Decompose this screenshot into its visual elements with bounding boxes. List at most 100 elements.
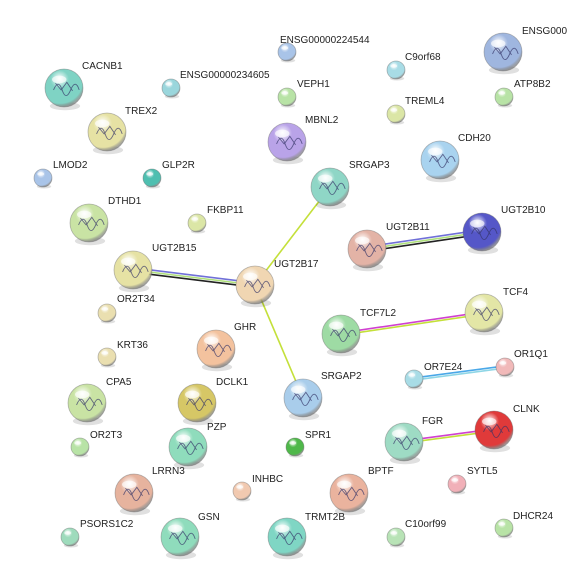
node-sphere [420, 140, 460, 180]
node-c9orf68[interactable]: C9orf68 [386, 52, 441, 81]
node-cacnb1[interactable]: CACNB1 [44, 61, 123, 111]
node-sphere [232, 481, 252, 501]
node-trmt2b[interactable]: TRMT2B [267, 512, 345, 560]
node-tcf7l2[interactable]: TCF7L2 [321, 308, 397, 357]
node-ensg-top-right[interactable]: ENSG000 [483, 26, 567, 75]
node-lmod2[interactable]: LMOD2 [33, 160, 88, 189]
node-clnk[interactable]: CLNK [474, 404, 540, 453]
node-label: KRT36 [117, 340, 148, 351]
node-label: PZP [207, 422, 227, 433]
edge-ugt2b11-ugt2b10[interactable] [366, 229, 483, 252]
node-sytl5[interactable]: SYTL5 [447, 466, 498, 495]
node-highlight [428, 147, 443, 156]
node-label: C9orf68 [405, 52, 441, 63]
node-veph1[interactable]: VEPH1 [277, 79, 330, 108]
node-bptf[interactable]: BPTF [329, 466, 394, 516]
node-label: CLNK [513, 404, 540, 415]
edge-tcf7l2-tcf4[interactable] [340, 311, 485, 336]
node-inhbc[interactable]: INHBC [232, 474, 283, 502]
node-sphere [235, 265, 275, 305]
node-sphere [277, 87, 297, 107]
node-sphere [60, 527, 80, 547]
node-spr1[interactable]: SPR1 [285, 430, 332, 458]
node-highlight [275, 524, 290, 533]
node-gsn[interactable]: GSN [160, 512, 220, 560]
node-treml4[interactable]: TREML4 [386, 96, 445, 125]
node-highlight [498, 522, 506, 526]
node-label: UGT2B17 [274, 259, 319, 270]
node-cdh20[interactable]: CDH20 [420, 133, 491, 183]
node-label: CDH20 [458, 133, 491, 144]
node-sphere [97, 347, 117, 367]
node-highlight [75, 390, 90, 399]
node-sphere [462, 212, 502, 252]
edge-evidence-line [340, 311, 484, 334]
node-sphere [187, 213, 207, 233]
node-highlight [499, 361, 507, 365]
node-ghr[interactable]: GHR [196, 322, 256, 372]
node-ugt2b15[interactable]: UGT2B15 [113, 243, 197, 293]
edge-ugt2b17-srgap2[interactable] [254, 284, 304, 399]
node-sphere [161, 78, 181, 98]
node-ugt2b11[interactable]: UGT2B11 [347, 222, 430, 272]
node-dhcr24[interactable]: DHCR24 [494, 511, 553, 539]
node-highlight [101, 307, 109, 311]
node-label: OR1Q1 [514, 349, 548, 360]
node-tcf4[interactable]: TCF4 [464, 287, 528, 336]
edge-evidence-line [366, 229, 482, 248]
protein-structure-icon [244, 278, 271, 294]
node-highlight [318, 174, 333, 183]
node-highlight [289, 441, 297, 445]
node-dthd1[interactable]: DTHD1 [69, 196, 142, 246]
node-srgap2[interactable]: SRGAP2 [283, 371, 362, 421]
node-highlight [204, 336, 219, 345]
node-sphere [267, 517, 307, 557]
edge-or7e24-or1q1[interactable] [413, 365, 506, 381]
edge-evidence-line [254, 284, 304, 399]
edge-evidence-line [341, 313, 485, 336]
node-trex2[interactable]: TREX2 [87, 106, 158, 155]
node-sphere [483, 32, 523, 72]
node-glp2r[interactable]: GLP2R [142, 160, 195, 189]
node-mbnl2[interactable]: MBNL2 [267, 115, 339, 165]
node-sphere [321, 314, 361, 354]
node-atp8b2[interactable]: ATP8B2 [494, 79, 551, 108]
node-fkbp11[interactable]: FKBP11 [187, 205, 244, 234]
node-or1q1[interactable]: OR1Q1 [495, 349, 548, 378]
node-label: GLP2R [162, 160, 195, 171]
node-ugt2b17[interactable]: UGT2B17 [235, 259, 319, 308]
node-krt36[interactable]: KRT36 [97, 340, 148, 368]
node-ensg00000224544[interactable]: ENSG00000224544 [277, 35, 370, 63]
node-srgap3[interactable]: SRGAP3 [310, 160, 390, 210]
protein-structure-icon [319, 180, 346, 196]
protein-structure-icon [492, 45, 519, 61]
node-or7e24[interactable]: OR7E24 [404, 362, 463, 390]
protein-structure-icon [356, 242, 383, 258]
node-psors1c2[interactable]: PSORS1C2 [60, 519, 134, 548]
node-dclk1[interactable]: DCLK1 [177, 377, 249, 426]
edge-ugt2b17-srgap3[interactable] [254, 186, 331, 286]
node-ensg00000234605[interactable]: ENSG00000234605 [161, 70, 270, 99]
node-label: SPR1 [305, 430, 332, 441]
node-highlight [95, 119, 110, 128]
node-pzp[interactable]: PZP [168, 422, 227, 470]
edge-ugt2b15-ugt2b17[interactable] [132, 267, 256, 288]
edge-evidence-line [133, 267, 256, 284]
node-c10orf99[interactable]: C10orf99 [386, 519, 447, 548]
node-label: UGT2B15 [152, 243, 197, 254]
node-highlight [291, 385, 306, 394]
node-cpa5[interactable]: CPA5 [67, 377, 132, 426]
node-lrrn3[interactable]: LRRN3 [114, 466, 185, 516]
protein-structure-icon [96, 125, 123, 141]
node-highlight [281, 46, 289, 50]
node-sphere [142, 168, 162, 188]
node-label: TREX2 [125, 106, 158, 117]
node-or2t3[interactable]: OR2T3 [70, 430, 123, 458]
node-or2t34[interactable]: OR2T34 [97, 294, 155, 324]
edge-evidence-line [414, 367, 506, 381]
node-ugt2b10[interactable]: UGT2B10 [462, 205, 546, 255]
node-highlight [281, 91, 289, 95]
node-sphere [384, 422, 424, 462]
node-fgr[interactable]: FGR [384, 416, 443, 465]
